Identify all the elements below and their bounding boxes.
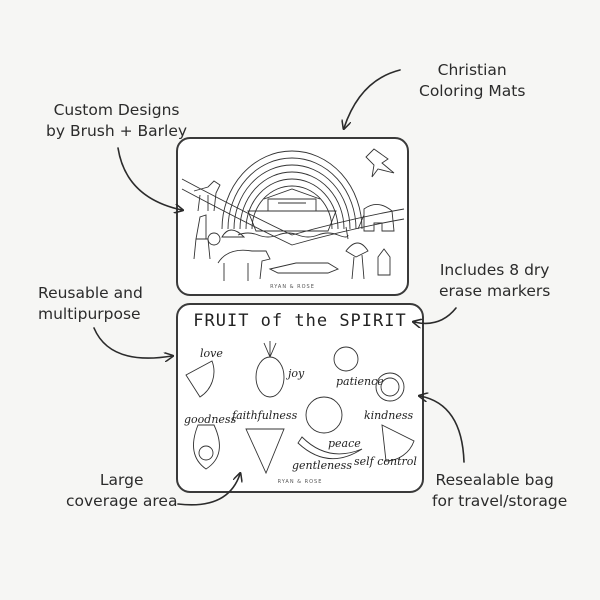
includes-markers-label: Includes 8 dry erase markers: [439, 260, 550, 302]
arrow-reusable: [93, 327, 172, 358]
fruit-word: love: [200, 347, 223, 360]
fruit-of-the-spirit-coloring-mat: FRUIT of the SPIRIT love joy pa: [176, 303, 424, 493]
noahs-ark-illustration: [181, 148, 405, 281]
resealable-bag-label: Resealable bag for travel/storage: [432, 470, 567, 512]
fruit-word: joy: [288, 367, 305, 380]
label-line: Custom Designs: [53, 101, 180, 119]
label-line: erase markers: [439, 282, 551, 300]
fruit-word: kindness: [364, 409, 414, 422]
arrow-custom: [117, 147, 182, 210]
noahs-ark-coloring-mat: RYAN & ROSE: [176, 137, 409, 296]
label-line: Large: [99, 471, 144, 489]
fruit-word: patience: [336, 375, 384, 388]
arrow-christian: [344, 69, 401, 128]
reusable-label: Reusable and multipurpose: [38, 283, 143, 325]
mat-brand: RYAN & ROSE: [270, 284, 315, 290]
label-line: Includes 8 dry: [439, 261, 550, 279]
label-line: Resealable bag: [435, 471, 554, 489]
label-line: Coloring Mats: [419, 82, 526, 100]
arrow-bag: [420, 396, 465, 463]
large-coverage-label: Large coverage area: [66, 470, 177, 512]
label-line: Reusable and: [38, 284, 143, 302]
fruit-illustrations: [185, 341, 415, 475]
mat-brand: RYAN & ROSE: [277, 479, 323, 485]
custom-designs-label: Custom Designs by Brush + Barley: [46, 100, 187, 142]
label-line: coverage area: [66, 492, 178, 510]
label-line: multipurpose: [38, 305, 141, 323]
label-line: by Brush + Barley: [46, 122, 188, 140]
label-line: for travel/storage: [432, 492, 568, 510]
fruit-word: peace: [328, 437, 361, 450]
label-line: Christian: [437, 61, 507, 79]
christian-coloring-mats-label: Christian Coloring Mats: [419, 60, 525, 102]
fruit-word: self control: [354, 455, 417, 468]
mat-title: FRUIT of the SPIRIT: [193, 311, 407, 331]
fruit-word: faithfulness: [232, 409, 298, 422]
fruit-word: gentleness: [292, 459, 352, 472]
fruit-word: goodness: [184, 413, 237, 426]
